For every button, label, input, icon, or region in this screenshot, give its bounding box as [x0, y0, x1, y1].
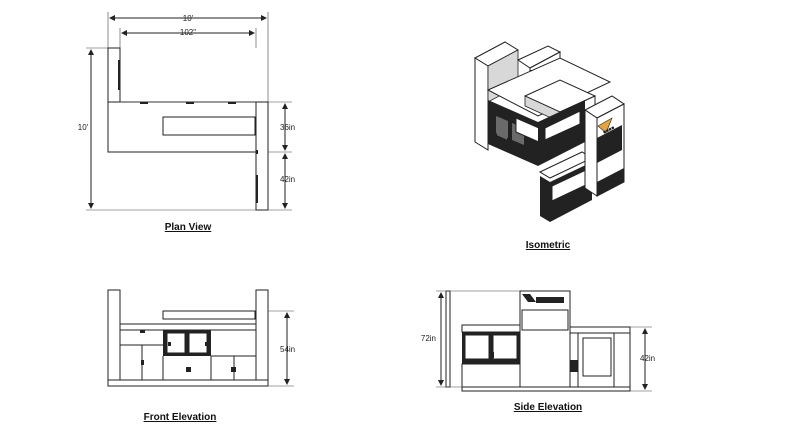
- caption-side-elevation: Side Elevation: [514, 402, 582, 413]
- dim-lower-depth: 42in: [280, 175, 295, 184]
- dim-overall-depth: 10': [78, 123, 89, 132]
- front-counter-top: [119, 323, 257, 331]
- front-raised-shelf: [162, 310, 256, 320]
- dim-inner-width: 102": [180, 28, 196, 37]
- side-elevation: 72in 42in Side Elevation: [421, 290, 655, 413]
- dim-front-height: 54in: [280, 345, 295, 354]
- isometric-view: ■■■■ Isometric: [473, 41, 625, 251]
- caption-isometric: Isometric: [526, 240, 571, 251]
- front-right-tower: [255, 289, 269, 381]
- dim-upper-depth: 36in: [280, 123, 295, 132]
- plan-view: 10' 102" 10' 36in 42in Plan View: [78, 12, 295, 233]
- dim-counter-height: 42in: [640, 354, 655, 363]
- side-tower: [519, 290, 571, 388]
- side-base: [461, 386, 631, 392]
- iso-sign-logo: ■■■■: [602, 125, 615, 136]
- caption-front-elevation: Front Elevation: [144, 412, 217, 423]
- front-left-tower: [107, 289, 121, 381]
- plan-counter-opening: [162, 116, 256, 136]
- dim-tower-height: 72in: [421, 334, 436, 343]
- front-elevation: 54in Front Elevation: [107, 289, 295, 423]
- dim-overall-width: 10': [183, 14, 194, 23]
- front-base: [107, 379, 269, 387]
- caption-plan-view: Plan View: [165, 222, 212, 233]
- plan-right-return: [255, 101, 269, 211]
